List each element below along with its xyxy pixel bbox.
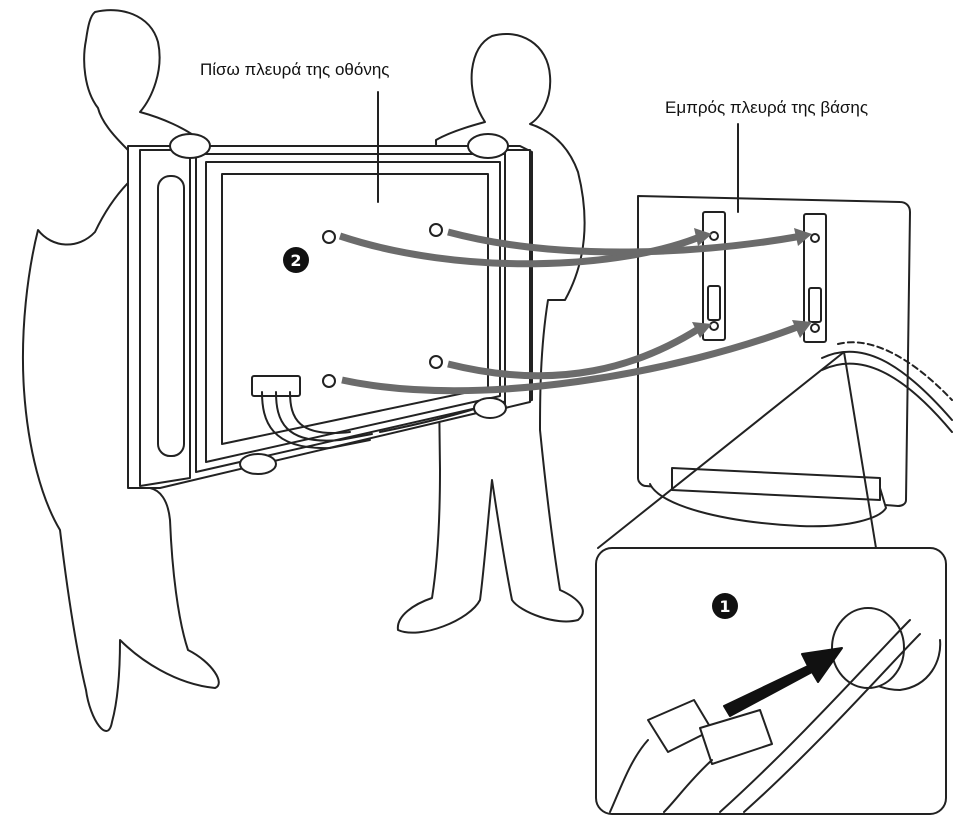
mounting-arrows (338, 228, 803, 395)
step-2-badge: 2 (283, 247, 309, 273)
step-1-badge: 1 (712, 593, 738, 619)
callout-lines (377, 91, 877, 549)
display-back-label: Πίσω πλευρά της οθόνης (200, 60, 390, 79)
arrow-heads (692, 228, 812, 338)
inset-detail (595, 547, 947, 815)
stand-front-label: Εμπρός πλευρά της βάσης (665, 98, 869, 117)
display-panel (127, 145, 533, 489)
hands (169, 133, 509, 475)
stand (637, 195, 953, 528)
